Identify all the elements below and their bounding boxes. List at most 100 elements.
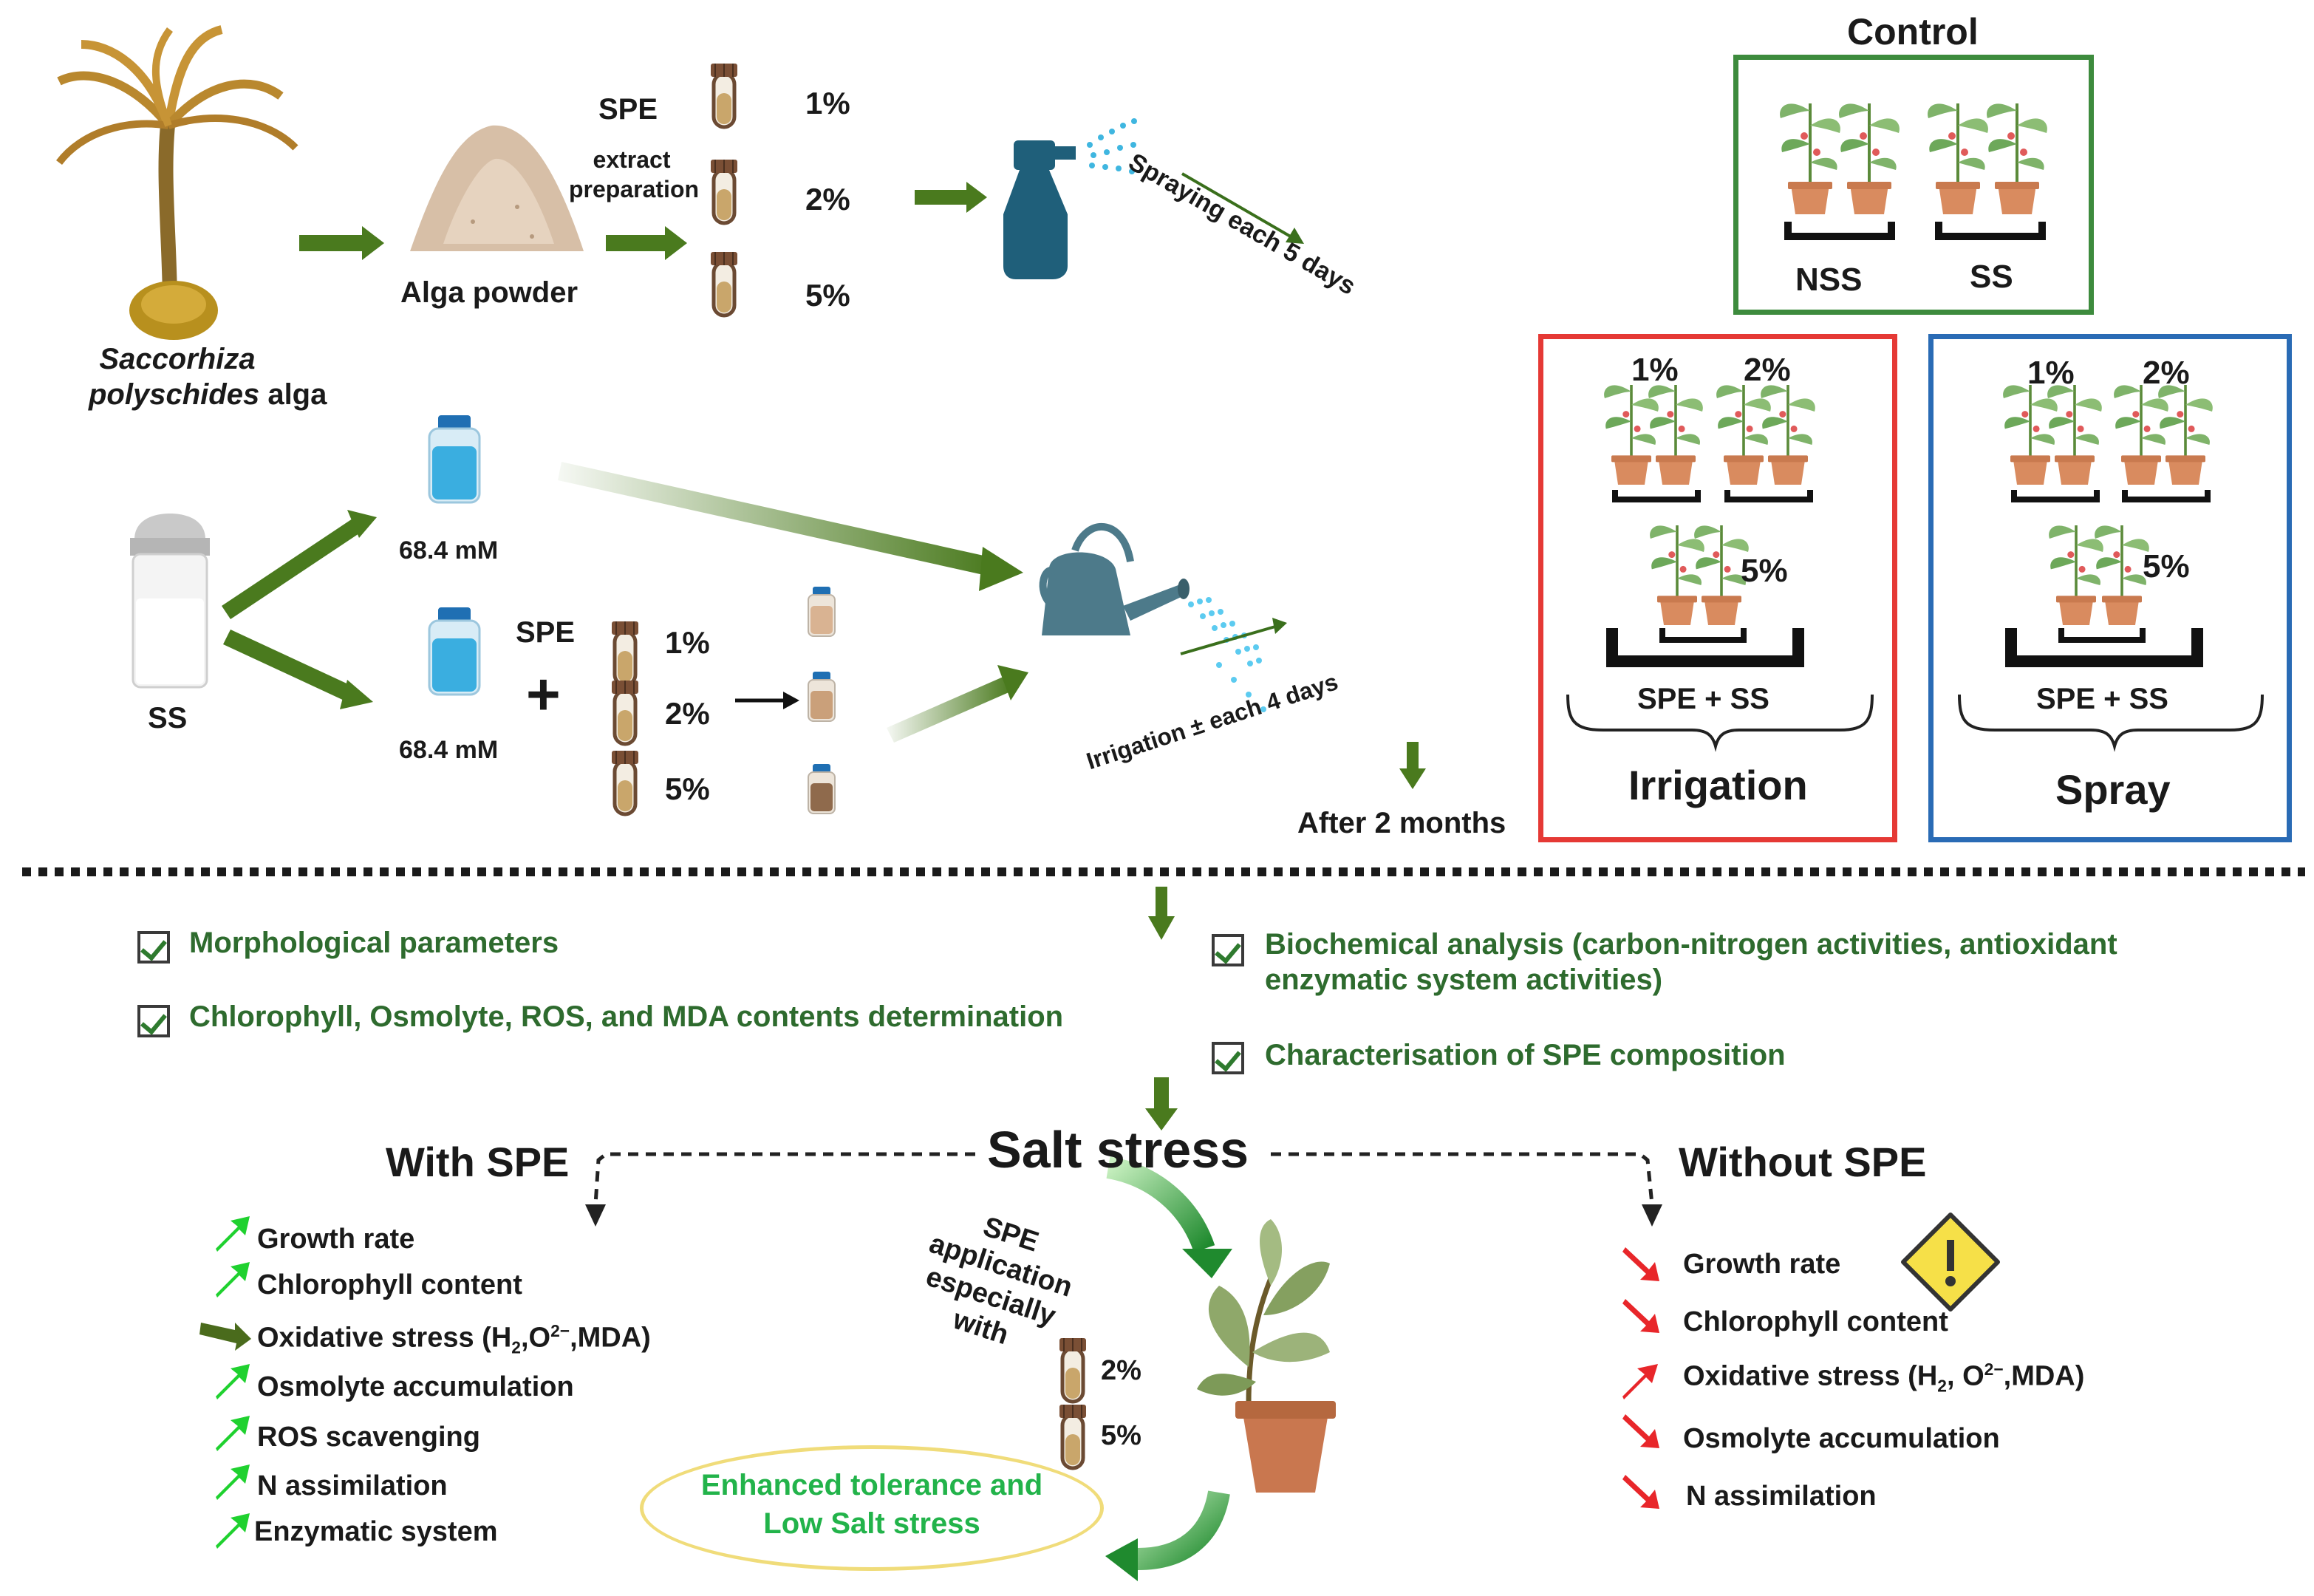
spe-app-5pct: 5% bbox=[1101, 1420, 1141, 1451]
with-item-growth: Growth rate bbox=[257, 1224, 415, 1255]
arrow-extract-to-spray bbox=[915, 182, 987, 213]
enhanced-tolerance-ellipse bbox=[640, 1445, 1104, 1571]
check-icon-bio bbox=[1212, 934, 1244, 966]
nacl-conc-label-2: 68.4 mM bbox=[399, 736, 499, 764]
arrow-ss-to-mix bbox=[223, 630, 373, 709]
conc-2pct-top: 2% bbox=[805, 182, 850, 216]
conc-5pct-mid: 5% bbox=[665, 771, 710, 806]
spray-group-label: SPE + SS bbox=[2036, 683, 2168, 715]
plus-sign: + bbox=[526, 661, 561, 727]
with-item-enzymatic: Enzymatic system bbox=[254, 1516, 498, 1547]
tube-1pct-icon bbox=[711, 64, 737, 127]
with-item-osmolyte: Osmolyte accumulation bbox=[257, 1371, 574, 1402]
spray-box bbox=[1928, 334, 2292, 842]
alga-powder-image bbox=[410, 125, 584, 251]
with-item-ros: ROS scavenging bbox=[257, 1422, 480, 1453]
control-box bbox=[1733, 55, 2094, 315]
irrigation-5pct: 5% bbox=[1741, 553, 1788, 589]
spe-label-mid: SPE bbox=[516, 616, 576, 649]
conc-5pct-top: 5% bbox=[805, 278, 850, 313]
without-item-oxidative: Oxidative stress (H2, O2−,MDA) bbox=[1683, 1360, 2085, 1396]
control-nss-label: NSS bbox=[1795, 262, 1863, 298]
spray-1pct: 1% bbox=[2027, 355, 2075, 391]
ss-label: SS bbox=[148, 702, 188, 734]
with-spe-arrows bbox=[199, 1216, 251, 1549]
arrow-alga-to-powder bbox=[299, 226, 384, 260]
without-item-osmolyte: Osmolyte accumulation bbox=[1683, 1423, 2000, 1454]
spe-label-top: SPE bbox=[598, 93, 658, 126]
analysis-biochemical: Biochemical analysis (carbon-nitrogen ac… bbox=[1265, 928, 2117, 996]
control-plants bbox=[1778, 102, 2049, 240]
tube-2pct-icon bbox=[711, 160, 737, 223]
irrigation-title: Irrigation bbox=[1628, 762, 1808, 808]
tube-5pct-icon bbox=[711, 252, 737, 316]
nacl-conc-label-1: 68.4 mM bbox=[399, 536, 499, 565]
tube-app-5pct-icon bbox=[1059, 1405, 1086, 1468]
arrow-nacl-to-irrigation bbox=[558, 462, 1023, 591]
with-item-oxidative: Oxidative stress (H2,O2−,MDA) bbox=[257, 1321, 651, 1357]
without-item-growth: Growth rate bbox=[1683, 1249, 1841, 1280]
mixture-bottle-2-icon bbox=[808, 671, 836, 722]
irrigation-arrow bbox=[1180, 618, 1287, 655]
tube-mid-5pct-icon bbox=[612, 751, 638, 814]
extract-preparation-label: extract preparation bbox=[569, 146, 700, 202]
enhanced-tolerance-text: Enhanced tolerance and Low Salt stress bbox=[700, 1469, 1043, 1540]
without-item-n-assimilation: N assimilation bbox=[1686, 1481, 1877, 1512]
mixture-bottle-1-icon bbox=[808, 586, 836, 637]
arrow-after-2-months bbox=[1399, 742, 1426, 789]
analysis-chlorophyll: Chlorophyll, Osmolyte, ROS, and MDA cont… bbox=[189, 1000, 1064, 1033]
check-icon-chloro bbox=[137, 1005, 170, 1037]
spray-title: Spray bbox=[2055, 766, 2171, 813]
salt-shaker-icon bbox=[130, 514, 210, 689]
conc-2pct-mid: 2% bbox=[665, 696, 710, 731]
dashed-arrow-without-spe bbox=[1271, 1152, 1662, 1227]
without-spe-title: Without SPE bbox=[1679, 1139, 1927, 1185]
with-item-n-assimilation: N assimilation bbox=[257, 1470, 448, 1501]
control-title: Control bbox=[1847, 11, 1979, 52]
spray-2pct: 2% bbox=[2143, 355, 2190, 391]
check-icon-morph bbox=[137, 931, 170, 964]
spray-5pct: 5% bbox=[2143, 548, 2190, 584]
arrow-powder-to-extract bbox=[606, 226, 687, 260]
watering-can-icon bbox=[1039, 522, 1266, 712]
alga-label: Saccorhiza polyschides alga bbox=[89, 343, 327, 411]
irrigation-plants bbox=[1603, 383, 1817, 667]
irrigation-group-label: SPE + SS bbox=[1637, 683, 1769, 715]
irrigation-brace bbox=[1566, 694, 1874, 752]
with-item-chlorophyll: Chlorophyll content bbox=[257, 1269, 522, 1300]
spraying-arrow bbox=[1181, 172, 1304, 244]
curved-arrow-top bbox=[1106, 1156, 1232, 1278]
salt-stress-title: Salt stress bbox=[987, 1121, 1249, 1179]
tube-mid-1pct-icon bbox=[612, 621, 638, 685]
spray-plants bbox=[2001, 383, 2214, 667]
irrigation-2pct: 2% bbox=[1744, 352, 1791, 388]
analysis-morphological: Morphological parameters bbox=[189, 927, 559, 959]
arrow-ss-to-nacl bbox=[222, 510, 377, 619]
irrigation-1pct: 1% bbox=[1631, 352, 1679, 388]
spray-bottle-icon bbox=[1003, 118, 1137, 279]
nacl-bottle-icon bbox=[428, 414, 481, 504]
tube-mid-2pct-icon bbox=[612, 681, 638, 744]
check-icon-charac bbox=[1212, 1042, 1244, 1074]
conc-1pct-top: 1% bbox=[805, 86, 850, 120]
without-spe-arrows bbox=[1622, 1247, 1659, 1509]
irrigation-box bbox=[1538, 334, 1897, 842]
alga-powder-label: Alga powder bbox=[400, 276, 578, 309]
arrow-to-analyses bbox=[1148, 887, 1175, 940]
control-ss-label: SS bbox=[1970, 259, 2013, 295]
without-item-chlorophyll: Chlorophyll content bbox=[1683, 1306, 1948, 1337]
arrow-mix-to-irrigation bbox=[887, 665, 1028, 743]
spray-brace bbox=[1958, 694, 2264, 752]
analysis-characterisation: Characterisation of SPE composition bbox=[1265, 1039, 1786, 1071]
nacl-bottle-2-icon bbox=[428, 606, 481, 696]
conc-1pct-mid: 1% bbox=[665, 625, 710, 660]
arrow-to-salt-stress bbox=[1145, 1077, 1178, 1130]
potted-plant-image bbox=[1197, 1219, 1336, 1493]
mixture-bottle-3-icon bbox=[808, 763, 836, 814]
saccorhiza-alga-image bbox=[56, 25, 298, 340]
arrow-black-to-mixtures bbox=[735, 692, 799, 709]
after-2-months-label: After 2 months bbox=[1297, 807, 1506, 839]
spe-app-2pct: 2% bbox=[1101, 1355, 1141, 1386]
curved-arrow-bottom bbox=[1105, 1490, 1230, 1581]
